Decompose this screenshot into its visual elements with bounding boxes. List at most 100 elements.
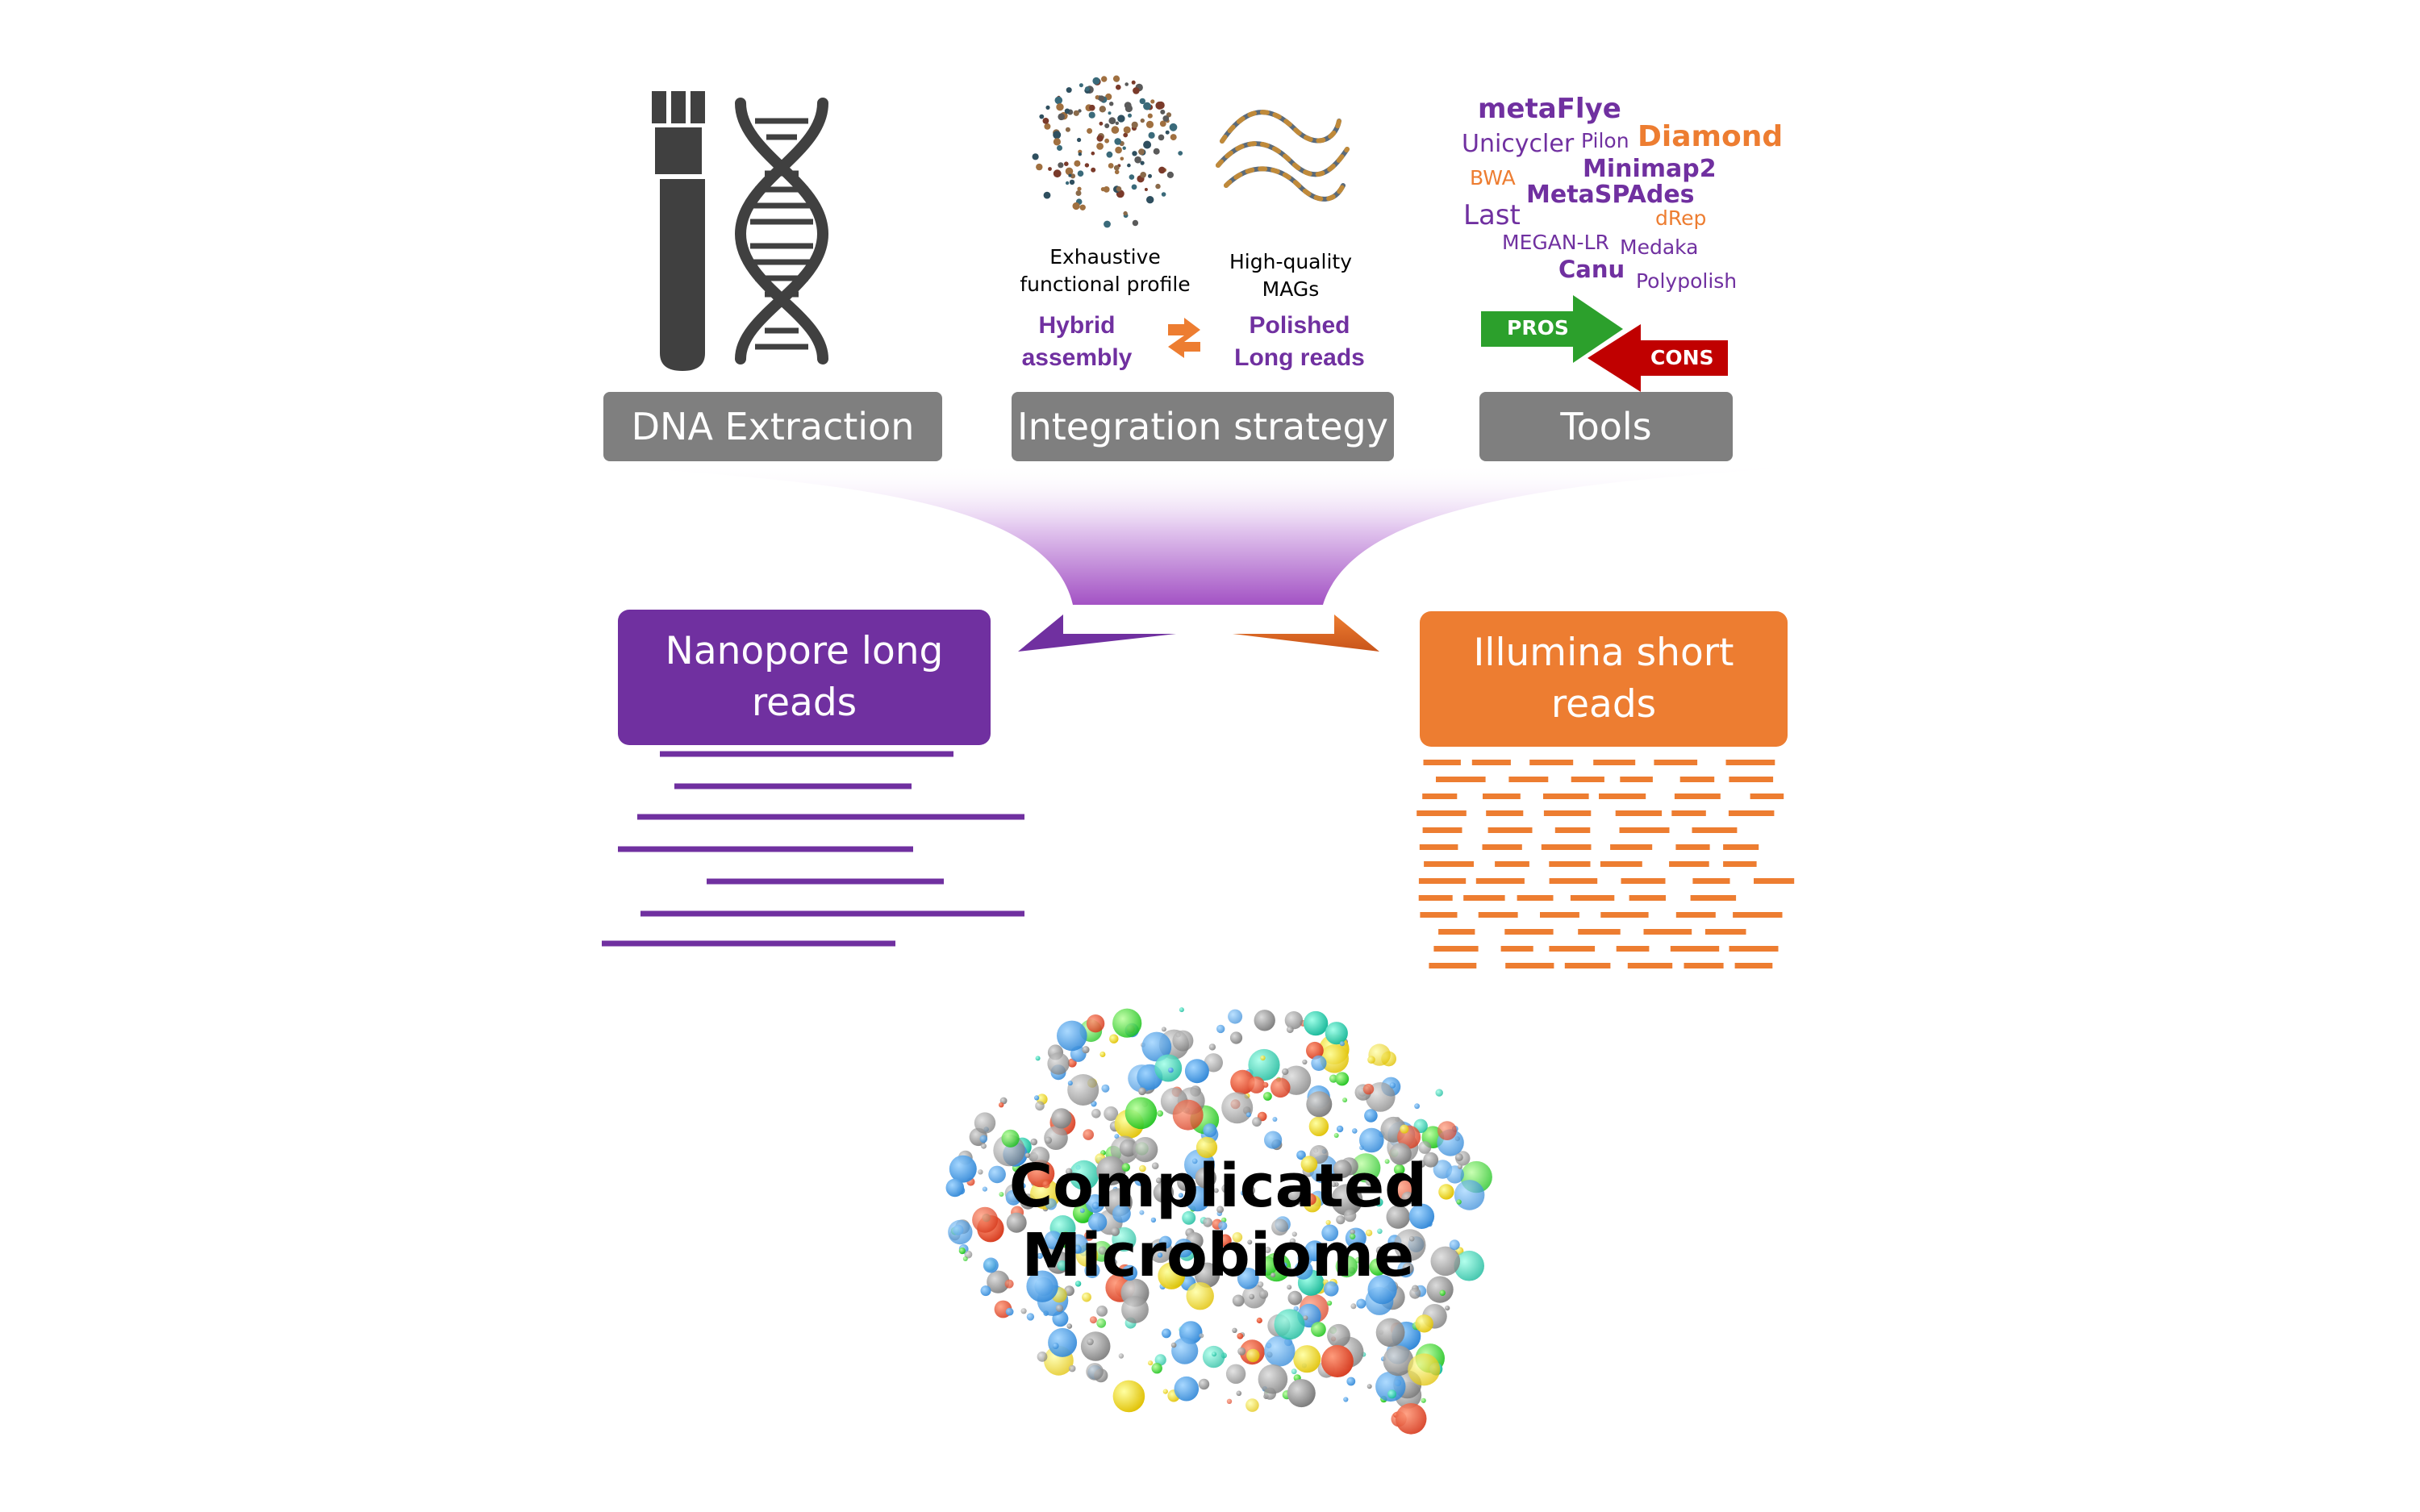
microbe-bubble xyxy=(1262,1081,1269,1088)
microbe-bubble xyxy=(1195,1167,1216,1189)
microbe-bubble xyxy=(1067,1074,1099,1106)
microbe-bubble xyxy=(1232,1294,1245,1307)
funnel-shape xyxy=(557,464,1863,605)
illumina-read-dashes xyxy=(1417,760,1795,968)
microbe-bubble xyxy=(1439,1289,1446,1297)
microbe-bubble xyxy=(1067,1081,1073,1086)
microbe-bubble xyxy=(1350,1229,1355,1235)
network-node xyxy=(1131,121,1138,128)
microbe-bubble xyxy=(949,1155,977,1183)
microbe-bubble xyxy=(1194,1262,1220,1288)
short-read xyxy=(1671,810,1706,816)
microbe-bubble xyxy=(1079,1208,1085,1214)
network-node xyxy=(1096,135,1104,142)
network-node xyxy=(1108,111,1112,115)
microbe-bubble xyxy=(1449,1239,1460,1251)
microbe-bubble xyxy=(1195,1136,1218,1158)
microbe-bubble xyxy=(1112,1008,1142,1038)
network-node xyxy=(1108,117,1116,125)
network-node xyxy=(1068,173,1072,177)
short-read xyxy=(1420,912,1458,918)
network-node xyxy=(1145,120,1154,128)
microbe-bubble xyxy=(1271,1218,1289,1236)
integration-strategy-label: Integration strategy xyxy=(1012,392,1394,461)
microbe-bubble xyxy=(1369,1258,1387,1276)
short-read xyxy=(1517,895,1554,901)
short-read xyxy=(1495,861,1529,867)
microbe-bubble xyxy=(1162,1328,1171,1339)
nanopore-long-reads-box: Nanopore long reads xyxy=(618,610,991,745)
microbe-bubble xyxy=(1387,1389,1397,1399)
network-node xyxy=(1133,87,1140,94)
network-node xyxy=(1036,163,1043,171)
microbe-bubble xyxy=(1154,1243,1160,1250)
complicated-microbiome-title: Complicated Microbiome xyxy=(1008,1152,1428,1290)
microbe-bubble xyxy=(1186,1282,1214,1310)
microbe-bubble xyxy=(1393,1229,1426,1261)
microbe-bubble xyxy=(1204,1053,1224,1073)
microbe-bubble xyxy=(1037,1352,1048,1362)
microbe-bubble xyxy=(1221,1184,1231,1193)
network-node xyxy=(1117,115,1125,123)
microbe-bubble xyxy=(1098,1246,1107,1255)
microbe-bubble xyxy=(1087,1212,1108,1232)
microbe-bubble xyxy=(1091,1109,1101,1118)
network-node xyxy=(1140,118,1145,123)
microbe-bubble xyxy=(1158,1235,1172,1249)
network-node xyxy=(1131,80,1136,85)
microbe-bubble xyxy=(1311,1322,1326,1337)
microbe-bubble xyxy=(1350,1303,1357,1310)
microbe-bubble xyxy=(1044,1231,1063,1250)
short-read xyxy=(1675,844,1710,850)
microbe-bubble xyxy=(1293,1345,1321,1373)
microbe-bubble xyxy=(1258,1364,1288,1394)
microbe-bubble xyxy=(1066,1168,1073,1175)
microbe-bubble xyxy=(1006,1212,1027,1233)
microbe-bubble xyxy=(1256,1317,1262,1324)
microbe-bubble xyxy=(1027,1160,1055,1188)
short-read xyxy=(1690,895,1737,901)
network-node xyxy=(1092,77,1100,85)
microbe-bubble xyxy=(1066,1323,1073,1329)
microbe-bubble xyxy=(1248,1076,1265,1093)
microbe-bubble xyxy=(978,1169,983,1175)
microbe-bubble xyxy=(1052,1343,1059,1349)
short-read xyxy=(1733,912,1783,918)
network-node xyxy=(1064,161,1069,166)
microbe-bubble xyxy=(1330,1184,1363,1216)
network-node xyxy=(1109,102,1114,106)
microbe-bubble xyxy=(1254,1010,1275,1031)
microbe-bubble xyxy=(1202,1345,1225,1368)
short-read xyxy=(1417,810,1467,816)
short-read xyxy=(1543,810,1592,816)
microbe-bubble xyxy=(1096,1318,1107,1328)
cons-arrow xyxy=(1588,324,1728,392)
network-node xyxy=(1065,127,1070,132)
short-read xyxy=(1508,777,1549,782)
short-read xyxy=(1549,946,1596,952)
microbe-bubble xyxy=(1216,1206,1225,1214)
microbe-bubble xyxy=(1148,1360,1154,1366)
short-read xyxy=(1422,793,1458,799)
microbe-bubble xyxy=(1086,1363,1104,1381)
microbe-bubble xyxy=(974,1112,996,1134)
microbe-bubble xyxy=(1430,1246,1461,1277)
short-read xyxy=(1422,827,1462,833)
microbe-bubble xyxy=(1402,1262,1414,1274)
microbe-bubble xyxy=(1203,1123,1217,1138)
microbe-bubble xyxy=(1045,1136,1053,1144)
network-node xyxy=(1143,102,1151,110)
microbe-bubble xyxy=(1359,1127,1384,1153)
network-node xyxy=(1042,118,1049,124)
short-read xyxy=(1692,878,1730,884)
microbe-bubble xyxy=(1150,1217,1157,1223)
microbe-bubble xyxy=(1035,1056,1041,1061)
network-node xyxy=(1066,87,1072,94)
microbe-bubble xyxy=(1020,1182,1026,1189)
microbe-bubble xyxy=(1158,1262,1185,1289)
microbe-bubble xyxy=(1300,1156,1318,1173)
microbe-bubble xyxy=(1005,1307,1014,1316)
short-read xyxy=(1570,895,1615,901)
microbe-bubble xyxy=(1096,1156,1126,1186)
network-node xyxy=(1064,108,1070,115)
